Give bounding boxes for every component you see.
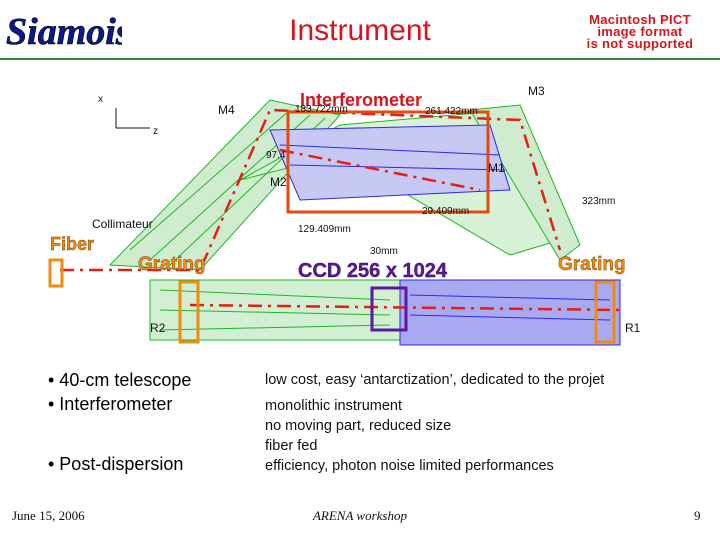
- grating-right-label: Grating: [558, 254, 626, 275]
- dim-4: 323mm: [582, 196, 615, 207]
- dim-2: 261.422mm: [425, 106, 478, 117]
- axis-x-label: x: [98, 94, 103, 105]
- pict-notice-line2: image format: [597, 24, 683, 39]
- fiber-label: Fiber: [50, 234, 94, 254]
- grating-left-highlight: [178, 280, 200, 344]
- m4-label: M4: [218, 103, 235, 117]
- detail-no-moving: no moving part, reduced size: [265, 418, 452, 434]
- axis-glyph: [115, 108, 150, 129]
- pict-notice-line1: Macintosh PICT: [589, 12, 691, 27]
- r1-label: R1: [625, 321, 641, 335]
- blue-beams: [269, 124, 621, 346]
- r2-label: R2: [150, 321, 166, 335]
- detail-efficiency: efficiency, photon noise limited perform…: [265, 458, 554, 474]
- footer-date: June 15, 2006: [12, 508, 85, 523]
- grating-left-label: Grating: [138, 254, 206, 275]
- grating-right-highlight: [594, 280, 616, 344]
- collimateur-label: Collimateur: [92, 217, 153, 231]
- m3-label: M3: [528, 84, 545, 98]
- m1-label: M1: [488, 161, 505, 175]
- axis-z-label: z: [153, 126, 158, 137]
- bullet-interferometer: • Interferometer: [48, 394, 173, 414]
- ccd-highlight: [370, 286, 408, 332]
- bullet-telescope: • 40-cm telescope: [48, 370, 192, 390]
- m2-label: M2: [270, 175, 287, 189]
- dim-1: 183.722mm: [295, 104, 348, 115]
- bullet-post-dispersion: • Post-dispersion: [48, 454, 184, 474]
- optical-layout-diagram: Interferometer Fiber Grating Grating CCD…: [48, 84, 641, 346]
- details-list: low cost, easy ‘antarctization’, dedicat…: [265, 370, 604, 476]
- title-divider: [0, 58, 720, 60]
- footer-event: ARENA workshop: [312, 508, 407, 523]
- page-number: 9: [694, 508, 701, 523]
- siamois-logo: Siamois: [6, 11, 122, 54]
- bullet-list: • 40-cm telescope • Interferometer • Pos…: [48, 368, 191, 476]
- interferometer-highlight: [286, 110, 490, 214]
- pict-notice-line3: is not supported: [586, 36, 694, 51]
- dim-5: 29.409mm: [422, 206, 469, 217]
- logo-text: Siamois: [6, 11, 122, 53]
- pict-notice: Macintosh PICT image format is not suppo…: [560, 12, 720, 51]
- fiber-highlight: [48, 258, 64, 288]
- ccd-label: CCD 256 x 1024: [298, 260, 448, 282]
- detail-low-cost: low cost, easy ‘antarctization’, dedicat…: [265, 372, 605, 388]
- dim-7: 30mm: [370, 246, 398, 257]
- detail-monolithic: monolithic instrument: [265, 398, 402, 414]
- dim-3: 97.4: [266, 150, 286, 161]
- dim-6: 129.409mm: [298, 224, 351, 235]
- page-title: Instrument: [289, 14, 431, 47]
- interferometer-label: Interferometer: [300, 90, 422, 110]
- detail-fiber-fed: fiber fed: [265, 438, 318, 454]
